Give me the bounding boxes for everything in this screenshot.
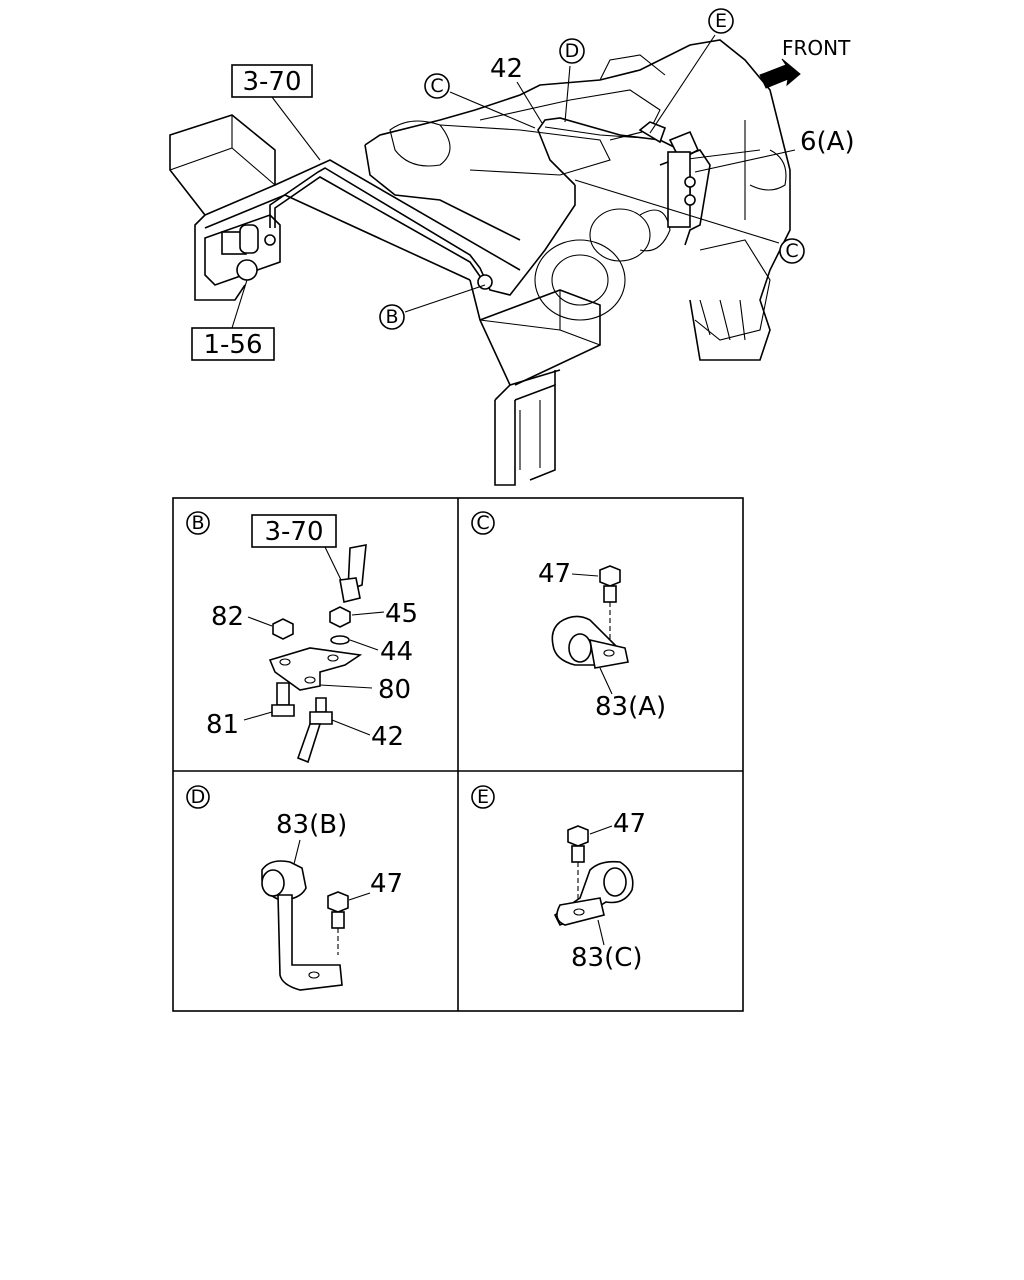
bolt-47-drawing-e xyxy=(567,825,589,847)
panel-b-part-45: 45 xyxy=(385,599,418,629)
panel-b-letter: B xyxy=(191,512,204,534)
engine-overview: FRONT 3-70 1-56 42 6(A) C D E C B xyxy=(169,8,855,486)
frame-rail-drawing xyxy=(169,114,601,486)
nut-82-drawing xyxy=(272,618,294,640)
callout-c-right[interactable]: C xyxy=(785,240,798,262)
engine-drawing xyxy=(364,39,791,361)
callout-b[interactable]: B xyxy=(385,306,398,328)
panel-e-part-47: 47 xyxy=(613,809,646,839)
nut-45-drawing xyxy=(329,606,351,628)
detail-panel-d: D 83(B) 47 xyxy=(186,785,403,991)
detail-grid xyxy=(172,497,744,1012)
detail-panel-c: C 47 83(A) xyxy=(471,511,666,722)
panel-d-letter: D xyxy=(191,786,206,808)
clip-83b-drawing xyxy=(261,860,343,991)
panel-b-ref-box[interactable]: 3-70 xyxy=(264,517,323,547)
panel-b-part-80: 80 xyxy=(378,675,411,705)
front-label: FRONT xyxy=(782,36,851,60)
callout-c-top[interactable]: C xyxy=(430,75,443,97)
panel-d-part-47: 47 xyxy=(370,869,403,899)
panel-e-letter: E xyxy=(477,786,489,808)
panel-d-part-83b: 83(B) xyxy=(276,810,347,840)
overview-leaders xyxy=(231,34,796,329)
panel-b-part-82: 82 xyxy=(211,602,244,632)
front-arrow-icon xyxy=(759,58,801,89)
ref-box-3-70-frame xyxy=(231,64,313,98)
bolt-47-drawing-d xyxy=(327,891,349,913)
callout-e-circle xyxy=(708,8,734,34)
panel-c-part-47: 47 xyxy=(538,559,571,589)
panel-b-part-44: 44 xyxy=(380,637,413,667)
panel-b-part-81: 81 xyxy=(206,710,239,740)
callout-c-right-circle xyxy=(779,238,805,264)
panel-e-part-83c: 83(C) xyxy=(571,943,643,973)
callout-d[interactable]: D xyxy=(565,40,580,62)
part-number-6a: 6(A) xyxy=(800,127,855,157)
ref-box-1-56[interactable]: 1-56 xyxy=(203,330,262,360)
part-number-42: 42 xyxy=(490,54,523,84)
panel-c-part-83a: 83(A) xyxy=(595,692,666,722)
fitting-42-drawing xyxy=(315,697,327,713)
bolt-47-drawing xyxy=(599,565,621,587)
clip-83a-drawing xyxy=(551,615,629,669)
panel-b-part-42: 42 xyxy=(371,722,404,752)
callout-c-top-circle xyxy=(424,73,450,99)
panel-b-ref-box-frame xyxy=(251,514,337,548)
air-pipe-drawing xyxy=(269,117,711,296)
detail-panel-e: E 47 83(C) xyxy=(471,785,646,973)
bolt-81-drawing xyxy=(276,682,290,706)
washer-44-drawing xyxy=(330,635,350,645)
clip-83c-drawing xyxy=(553,860,634,927)
ref-box-1-56-frame xyxy=(191,327,275,361)
callout-d-circle xyxy=(559,38,585,64)
detail-panel-b: B 3-70 45 82 44 80 81 42 xyxy=(186,511,418,764)
ref-box-3-70[interactable]: 3-70 xyxy=(242,67,301,97)
callout-e[interactable]: E xyxy=(715,10,727,32)
panel-c-letter: C xyxy=(476,512,489,534)
valve-drawing xyxy=(204,214,281,286)
callout-b-circle xyxy=(379,304,405,330)
